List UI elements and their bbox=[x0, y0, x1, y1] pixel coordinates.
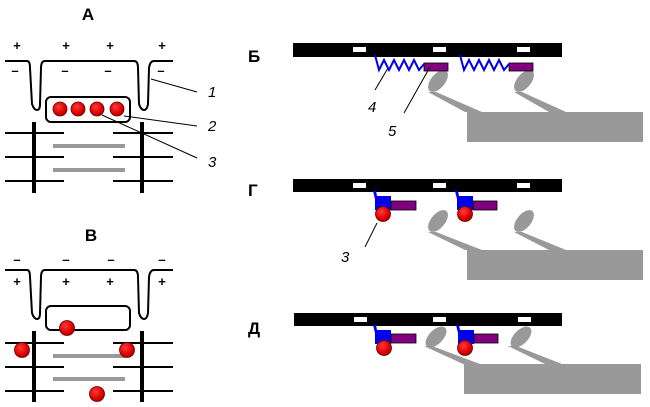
gray-bar-a-2 bbox=[53, 168, 125, 172]
latch-b-2 bbox=[508, 62, 534, 72]
latch-b-1 bbox=[423, 62, 449, 72]
sign-v-out-1: – bbox=[13, 252, 20, 267]
gray-lever-b bbox=[428, 70, 643, 142]
sign-v-in-2: + bbox=[62, 274, 70, 289]
filaments-v bbox=[5, 342, 173, 392]
callout-2: 2 bbox=[207, 118, 217, 135]
callout-3-g: 3 bbox=[341, 249, 350, 266]
sign-a-in-3: – bbox=[104, 63, 111, 78]
sign-v-in-3: + bbox=[106, 274, 114, 289]
slot-d-3 bbox=[518, 317, 531, 322]
panel-a: А + + + + – – – – bbox=[5, 5, 217, 193]
rail-d bbox=[294, 313, 562, 326]
ball-a-1 bbox=[52, 101, 68, 117]
sign-v-out-4: – bbox=[158, 252, 165, 267]
rail-g bbox=[293, 179, 562, 192]
callout-line-g bbox=[364, 222, 378, 248]
vesicle-box-v bbox=[45, 305, 131, 331]
clamp-g-1 bbox=[373, 191, 417, 222]
gray-bar-v-2 bbox=[53, 377, 125, 381]
sign-a-in-1: – bbox=[11, 63, 18, 78]
membrane-v bbox=[5, 269, 173, 321]
spring-b-1 bbox=[374, 54, 425, 73]
sign-v-out-3: – bbox=[107, 252, 114, 267]
callout-3: 3 bbox=[208, 154, 217, 171]
spring-b-2 bbox=[459, 54, 510, 73]
sign-a-out-1: + bbox=[13, 38, 21, 53]
panel-d-label: Д bbox=[248, 319, 260, 338]
slot-g-1 bbox=[353, 183, 366, 188]
slot-b-2 bbox=[433, 47, 446, 52]
callout-lines-b bbox=[374, 66, 431, 114]
sign-a-in-2: – bbox=[61, 63, 68, 78]
gray-lever-d bbox=[424, 326, 641, 394]
panel-b-label: Б bbox=[248, 47, 260, 66]
panel-v: В – – – – + + + + bbox=[5, 226, 173, 402]
ball-v-box bbox=[59, 320, 75, 336]
callout-1: 1 bbox=[208, 84, 216, 101]
gray-lever-g bbox=[428, 210, 643, 280]
callout-lines-a bbox=[101, 78, 198, 159]
clamp-g-2 bbox=[455, 191, 498, 222]
slot-g-2 bbox=[433, 183, 446, 188]
sign-a-in-4: – bbox=[157, 63, 164, 78]
slot-b-1 bbox=[353, 47, 366, 52]
slot-d-1 bbox=[354, 317, 367, 322]
panel-b: Б 4 5 bbox=[248, 43, 643, 142]
sign-v-out-2: – bbox=[62, 252, 69, 267]
sign-a-out-4: + bbox=[158, 38, 166, 53]
ball-v-left bbox=[14, 342, 30, 358]
filaments-a bbox=[5, 132, 173, 182]
panel-a-label: А bbox=[82, 5, 94, 24]
slot-d-2 bbox=[433, 317, 446, 322]
panel-d: Д bbox=[248, 313, 641, 394]
sign-a-out-2: + bbox=[62, 38, 70, 53]
slot-g-3 bbox=[517, 183, 530, 188]
vesicle-box-a bbox=[45, 96, 131, 123]
ball-a-4 bbox=[109, 101, 125, 117]
callout-5: 5 bbox=[388, 123, 397, 140]
slot-b-3 bbox=[517, 47, 530, 52]
sign-a-out-3: + bbox=[106, 38, 114, 53]
callout-4: 4 bbox=[368, 99, 376, 116]
clamp-d-2 bbox=[456, 325, 499, 356]
panel-g-label: Г bbox=[248, 181, 258, 200]
sign-v-in-1: + bbox=[13, 274, 21, 289]
ball-a-3 bbox=[89, 101, 105, 117]
rail-b bbox=[293, 43, 562, 57]
ball-v-right bbox=[119, 342, 135, 358]
ball-a-2 bbox=[70, 101, 86, 117]
membrane-a bbox=[5, 60, 173, 112]
clamp-d-1 bbox=[373, 325, 417, 356]
gray-bar-v-1 bbox=[53, 354, 125, 358]
sign-v-in-4: + bbox=[158, 274, 166, 289]
ball-v-bottom bbox=[89, 386, 105, 402]
panel-v-label: В bbox=[85, 226, 97, 245]
panel-g: Г 3 bbox=[248, 179, 643, 280]
gray-bar-a-1 bbox=[53, 144, 125, 148]
